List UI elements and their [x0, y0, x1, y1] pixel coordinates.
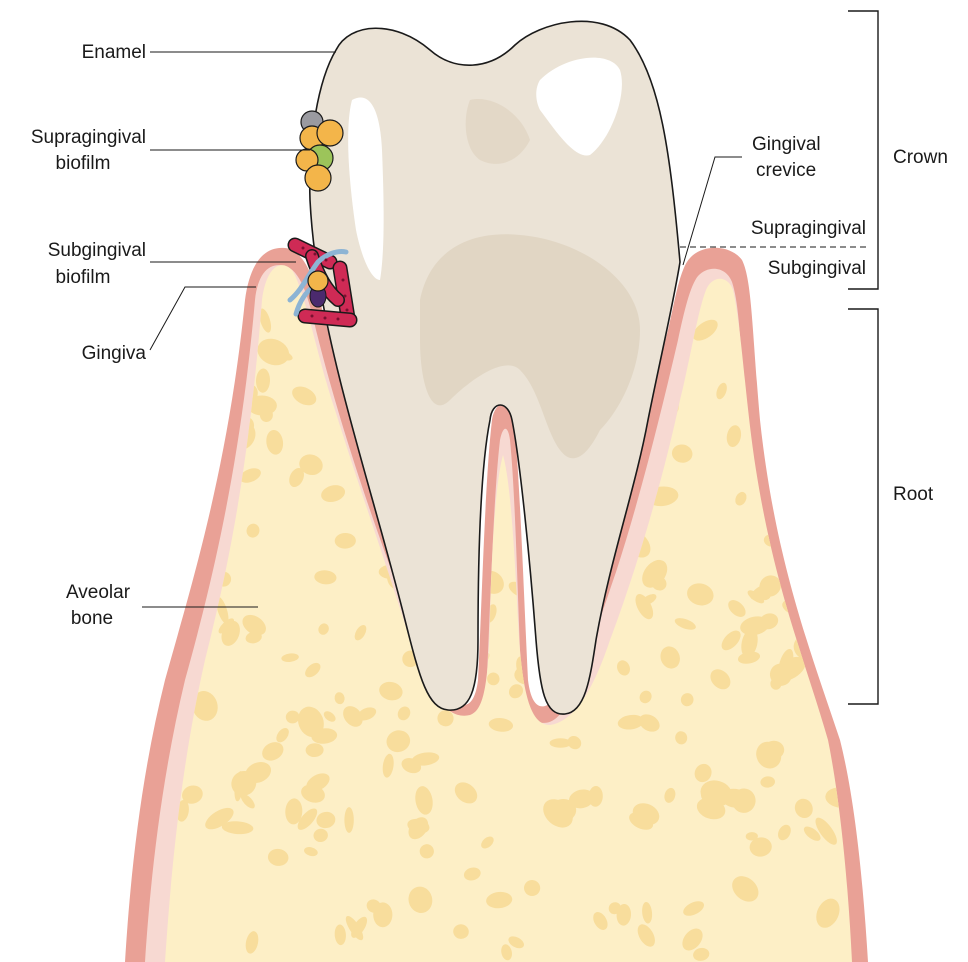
- bone-spot: [812, 374, 835, 399]
- bone-spot: [799, 515, 829, 547]
- bone-spot: [797, 496, 832, 533]
- bone-spot: [808, 516, 829, 539]
- bone-spot: [142, 510, 161, 534]
- bone-spot: [373, 902, 392, 927]
- aveolar-bone-label-line1: Aveolar: [66, 582, 131, 603]
- aveolar-bone-label-line2: bone: [71, 608, 113, 629]
- bone-spot: [180, 473, 199, 496]
- root-bracket: [848, 309, 878, 704]
- bone-spot: [210, 317, 235, 343]
- bone-spot: [800, 411, 817, 423]
- bone-spot: [207, 394, 225, 418]
- bone-spot: [141, 539, 168, 561]
- bone-spot: [139, 614, 165, 640]
- subgingival-label: Subgingival: [768, 258, 866, 279]
- bone-spot: [800, 369, 821, 386]
- bone-spot: [156, 324, 188, 355]
- root-label: Root: [893, 484, 934, 505]
- bone-spot: [148, 391, 173, 416]
- crown-label: Crown: [893, 147, 948, 168]
- bone-spot: [188, 339, 227, 376]
- gingival-crevice-label-line2: crevice: [756, 160, 816, 181]
- bone-spot: [196, 395, 227, 426]
- bone-spot: [200, 356, 216, 371]
- bone-spot: [825, 578, 863, 609]
- bone-spot: [842, 323, 856, 336]
- gingival-crevice-label-line1: Gingival: [752, 134, 821, 155]
- bone-spot: [193, 453, 207, 471]
- bone-spot: [164, 446, 180, 479]
- bone-spot: [784, 418, 805, 437]
- supragingival-biofilm-label-line2: biofilm: [56, 153, 111, 174]
- bone-spot: [833, 596, 855, 629]
- bone-spot: [344, 807, 353, 833]
- subgingival-biofilm-label-line1: Subgingival: [48, 240, 146, 261]
- bone-spot: [783, 323, 822, 361]
- bone-spot: [162, 324, 192, 362]
- gingiva-leader: [150, 287, 256, 350]
- bone-spot: [813, 312, 840, 339]
- bone-spot: [200, 337, 227, 364]
- gingiva-label: Gingiva: [82, 343, 147, 364]
- bone-spot: [828, 313, 842, 333]
- supragingival-biofilm-label-line1: Supragingival: [31, 127, 146, 148]
- bone-spot: [776, 383, 806, 408]
- enamel-label: Enamel: [82, 42, 146, 63]
- supragingival-label: Supragingival: [751, 218, 866, 239]
- subgingival-biofilm-label-line2: biofilm: [56, 267, 111, 288]
- bone-spot: [826, 478, 850, 501]
